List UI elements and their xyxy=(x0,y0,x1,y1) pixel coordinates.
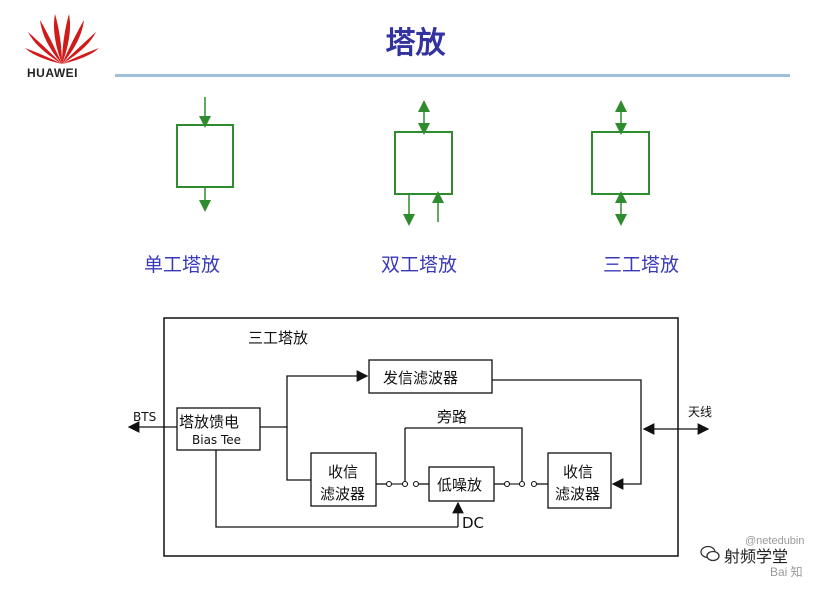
simplex-amp-symbol xyxy=(176,97,234,212)
bias-tee-en-label: Bias Tee xyxy=(192,433,242,447)
frame-title: 三工塔放 xyxy=(248,329,309,347)
bypass-label: 旁路 xyxy=(437,408,468,426)
switch-contact xyxy=(412,480,420,488)
rx-filter-2-block xyxy=(547,452,612,509)
switch-contact xyxy=(530,480,538,488)
bts-label: BTS xyxy=(133,410,157,424)
dc-label: DC xyxy=(462,514,485,532)
rx-path-1 xyxy=(286,427,311,481)
simplex-label: 单工塔放 xyxy=(144,254,221,276)
tx-to-antenna xyxy=(492,379,642,429)
lna-label: 低噪放 xyxy=(437,476,483,494)
huawei-petals-icon xyxy=(25,14,99,64)
watermark-brand: 射频学堂 xyxy=(724,547,789,566)
dc-feed-line xyxy=(215,450,458,528)
title-divider xyxy=(115,74,790,77)
switch-contact xyxy=(503,480,511,488)
diagram-frame xyxy=(163,317,679,557)
triplex-amp-symbol xyxy=(591,100,650,226)
rx-filter-2-label-line2: 滤波器 xyxy=(555,485,601,503)
huawei-logo xyxy=(22,8,102,68)
rx-filter-1-label-line2: 滤波器 xyxy=(320,485,366,503)
tx-path xyxy=(260,370,369,428)
triplex-label: 三工塔放 xyxy=(603,254,680,276)
switch-contact xyxy=(401,480,409,488)
wechat-icon xyxy=(700,545,720,565)
tx-filter-block xyxy=(368,359,493,394)
duplex-label: 双工塔放 xyxy=(381,254,458,276)
duplex-amp-symbol xyxy=(394,100,453,226)
page-title: 塔放 xyxy=(385,26,446,61)
antenna-to-rx xyxy=(611,429,642,490)
bias-tee-block xyxy=(176,407,261,451)
rx-filter-2-label-line1: 收信 xyxy=(563,463,594,481)
rx-filter-1-label-line1: 收信 xyxy=(328,463,359,481)
logo-text: HUAWEI xyxy=(27,66,78,80)
watermark-faint: @netedubin xyxy=(745,535,805,547)
amplifier-types-diagram xyxy=(176,97,650,226)
bypass-path xyxy=(405,427,523,481)
switch-contact xyxy=(385,480,393,488)
tx-filter-label: 发信滤波器 xyxy=(383,369,459,387)
antenna-label: 天线 xyxy=(688,405,713,419)
switch-contact xyxy=(518,480,526,488)
watermark-baidu: Bai 知 xyxy=(770,565,803,579)
bias-tee-cn-label: 塔放馈电 xyxy=(179,413,240,431)
